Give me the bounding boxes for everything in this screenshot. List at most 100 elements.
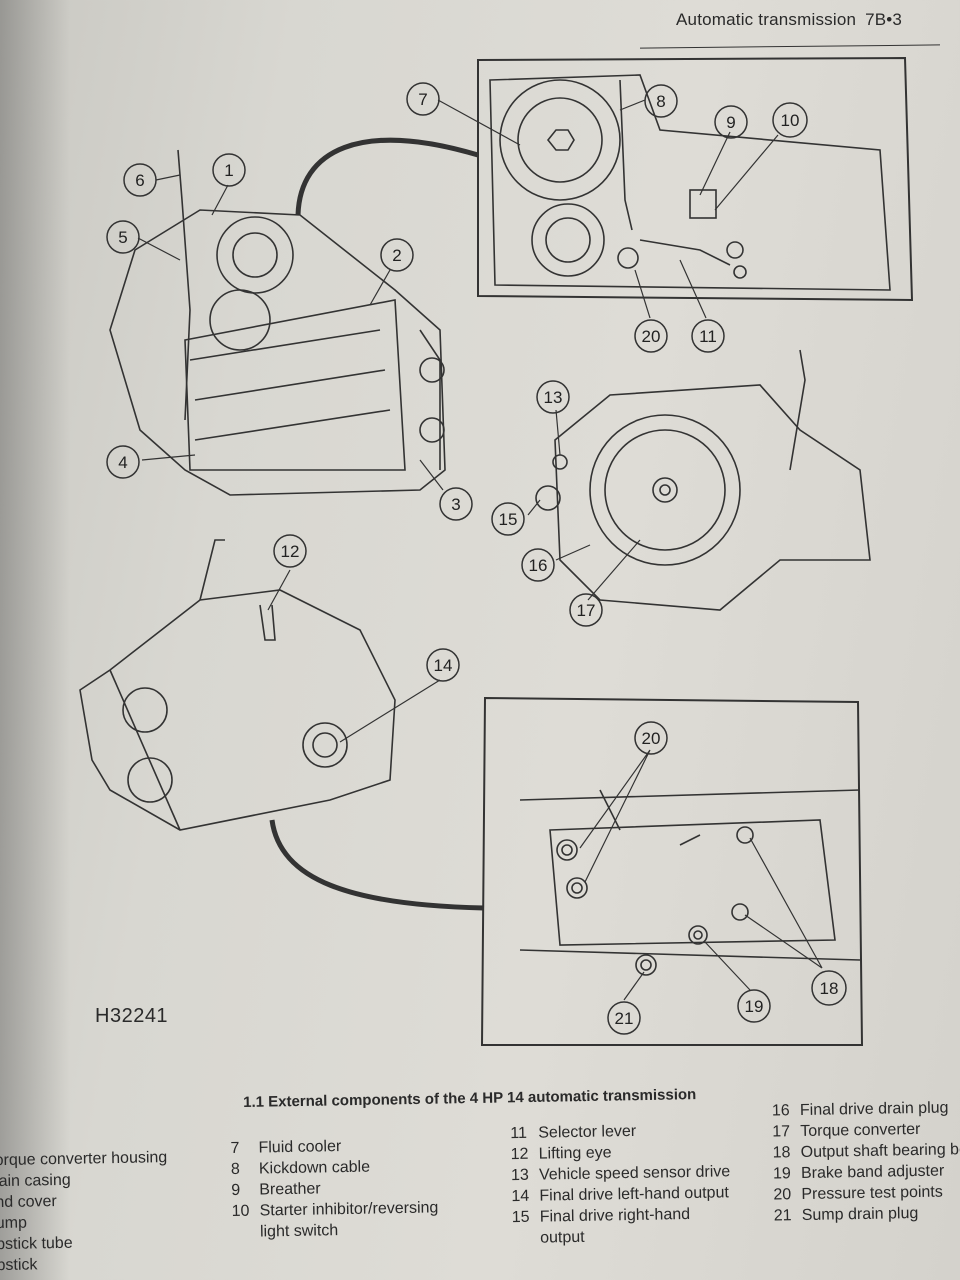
svg-text:13: 13 [544,388,563,407]
legend-item-label: Output shaft bearing bo [800,1141,960,1162]
legend-item-label: Fluid cooler [258,1138,342,1157]
callout-17: 17 [569,593,603,627]
legend-item-number: 20 [773,1186,792,1204]
left-side-drawing [79,539,396,831]
legend-item-number: 9 [231,1181,241,1199]
callout-16: 16 [521,548,555,582]
svg-text:3: 3 [451,495,460,514]
legend-item-label: orque converter housing [0,1149,168,1170]
legend-item: pstick [0,1252,169,1276]
inset-box-top [477,56,914,302]
legend-item-label: Final drive drain plug [799,1099,949,1120]
main-transmission-drawing [109,149,446,496]
callout-6: 6 [123,163,157,197]
legend-item-continuation: output [539,1228,585,1247]
svg-text:20: 20 [642,729,661,748]
svg-text:8: 8 [656,92,665,111]
svg-text:5: 5 [118,228,127,247]
callout-5: 5 [106,220,140,254]
legend-item-label: ump [0,1214,28,1233]
callout-11: 11 [691,319,725,353]
converter-view-drawing [535,349,871,611]
svg-text:9: 9 [726,113,735,132]
legend-item-number: 19 [772,1165,792,1183]
legend-item: lain casing [0,1168,168,1192]
page-binding-shadow [0,0,70,1280]
callout-20-bottom: 20 [634,721,668,755]
callout-18: 18 [811,970,847,1006]
legend-item-label: lain casing [0,1171,71,1191]
callout-15: 15 [491,502,525,536]
svg-text:10: 10 [781,111,800,130]
legend-item-number: 12 [510,1145,529,1164]
figure-id: H32241 [95,1005,169,1027]
header-rule [640,44,940,49]
page-header: Automatic transmission 7B•3 [676,10,902,30]
legend-item-number: 16 [771,1102,790,1120]
svg-text:15: 15 [499,510,518,529]
legend-item: nd cover [0,1189,168,1213]
legend-item-number: 10 [231,1202,250,1220]
legend-item-label: Kickdown cable [258,1158,371,1178]
legend-item-label: nd cover [0,1193,57,1212]
inset-bottom-drawing [519,789,861,976]
legend-item-label: Final drive left-hand output [539,1184,729,1205]
legend-item-label: Lifting eye [538,1144,612,1163]
svg-text:19: 19 [745,997,764,1016]
callout-9: 9 [714,105,748,139]
legend-item-number: 14 [511,1187,530,1206]
legend-item: pstick tube [0,1231,169,1255]
legend-item-label: Sump drain plug [801,1204,919,1225]
legend-item-label: Final drive right-hand [539,1205,691,1226]
legend-item-label: Brake band adjuster [800,1162,945,1183]
svg-text:2: 2 [392,246,401,265]
inset-box-bottom [480,696,864,1046]
svg-text:21: 21 [615,1009,634,1028]
legend-item-number: 21 [773,1207,792,1225]
svg-text:14: 14 [434,656,453,675]
legend-item-label: Torque converter [800,1120,921,1141]
legend-item-label: Selector lever [538,1122,637,1142]
legend-item-label: pstick [0,1256,38,1275]
legend-item-number: 18 [772,1144,791,1162]
callout-10: 10 [772,102,808,138]
legend-item-label: Pressure test points [801,1183,943,1204]
callout-19: 19 [737,989,771,1023]
legend-item: 20 Pressure test points [773,1181,960,1205]
connector-bottom [269,819,485,911]
legend-item: ump [0,1210,169,1234]
connector-top [295,137,479,216]
callout-3: 3 [439,487,473,521]
header-section: 7B•3 [865,10,903,29]
legend-item-number: 11 [510,1124,528,1143]
callout-13: 13 [536,380,570,414]
legend-item-continuation: light switch [259,1222,339,1241]
inset-top-drawing [489,74,891,291]
callout-20-top: 20 [634,319,668,353]
callout-4: 4 [106,445,140,479]
svg-text:17: 17 [577,601,596,620]
svg-text:18: 18 [820,979,839,998]
callout-14: 14 [426,648,460,682]
transmission-illustration: 1 2 3 4 5 6 7 8 9 10 11 12 13 14 15 16 1… [79,56,914,1046]
callout-12: 12 [273,534,307,568]
svg-text:20: 20 [642,327,661,346]
legend-item: 21 Sump drain plug [774,1202,960,1226]
legend-item: orque converter housing [0,1147,167,1171]
legend-item-number: 8 [230,1160,240,1178]
svg-text:7: 7 [418,90,427,109]
legend-item-label: pstick tube [0,1234,73,1254]
svg-text:1: 1 [224,161,233,180]
leader-lines [137,99,823,1001]
legend-item: 14 Final drive left-hand output [511,1182,731,1207]
callout-2: 2 [380,238,414,272]
legend-item-number: 7 [230,1139,240,1157]
callout-1: 1 [212,153,246,187]
legend-item-number: 15 [511,1208,530,1227]
legend-item-number: 13 [510,1166,529,1185]
legend-item: 16 Final drive drain plug [772,1097,960,1121]
svg-text:11: 11 [699,327,717,346]
